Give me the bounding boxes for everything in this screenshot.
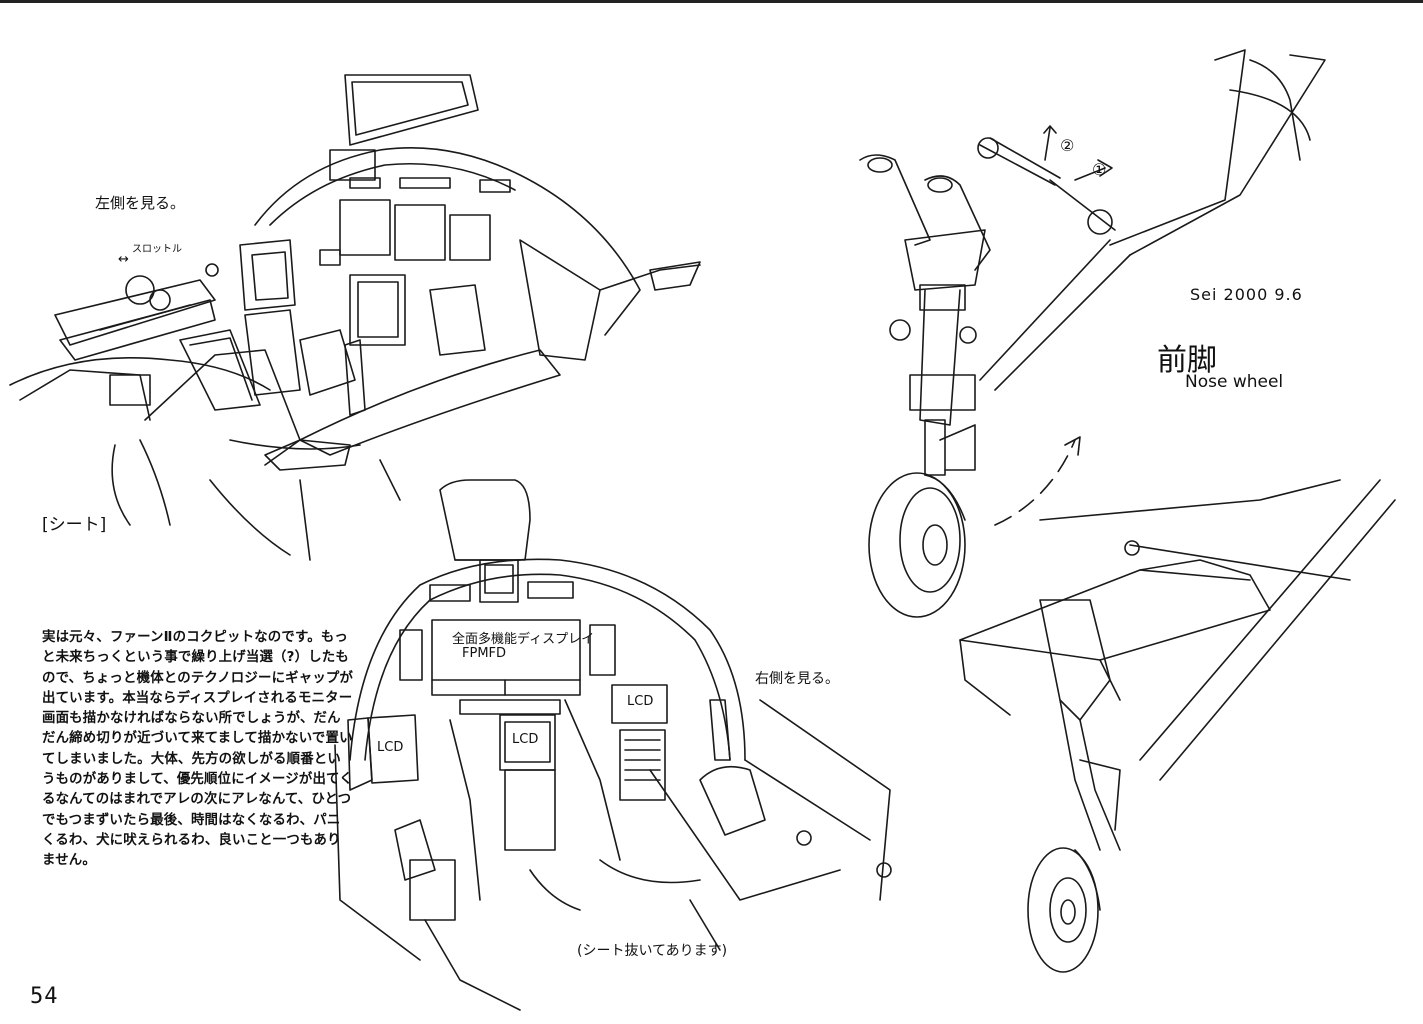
nose-wheel-title-en: Nose wheel [1185, 372, 1284, 392]
step-1-marker: ① [1092, 160, 1107, 179]
lcd-center-label: LCD [512, 732, 539, 747]
throttle-label: スロットル [132, 244, 182, 255]
page-top-rule [0, 0, 1423, 3]
display-label-jp: 全面多機能ディスプレイ [452, 632, 595, 647]
nose-wheel-title-jp: 前脚 [1157, 343, 1217, 378]
lcd-left-label: LCD [377, 740, 404, 755]
display-label-en: FPMFD [462, 646, 507, 661]
nose-wheel-upper-sketch [859, 49, 1326, 618]
nose-wheel-lower-sketch [959, 479, 1396, 973]
throttle-arrow: ↔ [118, 252, 129, 267]
lcd-right-label: LCD [627, 694, 654, 709]
cockpit-side-sketch [9, 74, 701, 561]
right-view-label: 右側を見る。 [755, 671, 839, 687]
page-number: 54 [30, 984, 59, 1009]
left-view-label: 左側を見る。 [95, 194, 186, 212]
seat-label: [シート] [42, 515, 107, 535]
cockpit-front-sketch [334, 479, 892, 1011]
commentary-text: 実は元々、ファーンⅡのコクピットなのです。もっと未来ちっくという事で繰り上げ当選… [42, 630, 354, 869]
step-2-marker: ② [1060, 136, 1075, 155]
seat-removed-label: (シート抜いてあります) [577, 943, 728, 959]
signature: Sei 2000 9.6 [1190, 285, 1303, 304]
